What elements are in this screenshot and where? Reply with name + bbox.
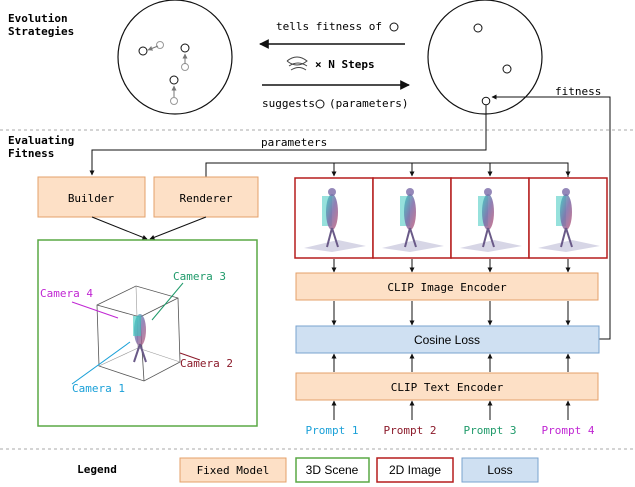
section-title-evaluating: Evaluating Fitness [8, 134, 81, 160]
rendered-figure-leg [560, 227, 567, 248]
sample-icon-suggests [315, 99, 325, 109]
population-circle-right [427, 0, 543, 115]
sample-icon-tells [389, 22, 399, 32]
builder-to-scene-arrow [91, 216, 148, 240]
image-to-encoder-arrows [331, 259, 571, 273]
renderer-label: Renderer [180, 192, 233, 205]
section-title-evaluating-line1: Evaluating [8, 134, 74, 147]
legend-3d-scene-label: 3D Scene [306, 463, 359, 477]
prompt-to-encoder-arrows [331, 400, 571, 420]
encoder-to-loss-arrows [331, 301, 571, 326]
rendered-floor-shadow [304, 240, 366, 252]
camera-4-ray [71, 301, 119, 319]
rendered-image-2 [372, 177, 452, 259]
parameters-label: parameters [261, 136, 327, 149]
section-title-evolution: Evolution Strategies [8, 12, 74, 38]
clip-text-encoder-label: CLIP Text Encoder [391, 381, 504, 394]
camera-2-label: Camera 2 [180, 357, 233, 370]
suggests-label: suggests [262, 97, 315, 110]
scene-3d-figure [133, 314, 147, 363]
rendered-figure-leg [409, 227, 417, 248]
fitness-arrow [491, 94, 611, 340]
rendered-figure-head [562, 188, 570, 196]
legend-loss-label: Loss [487, 463, 512, 477]
legend-title: Legend [77, 463, 117, 476]
parameters-arrow [89, 105, 487, 176]
rendered-figure-body [560, 194, 572, 230]
rendered-image-4 [528, 177, 608, 259]
population-circle-left [117, 0, 233, 115]
legend-fixed-model-label: Fixed Model [197, 464, 270, 477]
tells-fitness-label: tells fitness of [276, 20, 382, 33]
population-samples-left [138, 41, 190, 105]
renderer-feed-bus [205, 162, 569, 177]
camera-1-ray [71, 341, 131, 385]
clip-text-encoder-box [295, 372, 599, 401]
rendered-figure-leg [482, 227, 489, 248]
builder-label: Builder [68, 192, 115, 205]
scene-3d-panel [37, 239, 258, 427]
rendered-figure-leg [404, 227, 411, 248]
rendered-figure-body [404, 194, 416, 230]
cosine-loss-label: Cosine Loss [414, 333, 480, 347]
section-title-evolution-line2: Strategies [8, 25, 74, 38]
rendered-floor-shadow [538, 240, 600, 252]
rendered-floor-shadow [382, 240, 444, 252]
rendered-figure-leg [331, 227, 339, 248]
n-steps-label: × N Steps [315, 58, 375, 71]
rendered-image-3 [450, 177, 530, 259]
builder-box [37, 176, 146, 218]
rendered-figure-leg [565, 227, 573, 248]
legend-2d-image-swatch [376, 457, 454, 483]
legend-2d-image-label: 2D Image [389, 463, 441, 477]
rendered-floor-shadow [460, 240, 522, 252]
population-samples-right [473, 23, 512, 106]
camera-2-ray [179, 352, 201, 361]
rendered-image-1 [294, 177, 374, 259]
camera-3-label: Camera 3 [173, 270, 226, 283]
section-title-evolution-line1: Evolution [8, 12, 68, 25]
rendered-images [294, 177, 608, 259]
rendered-figure-body [482, 194, 494, 230]
rendered-figure-head [484, 188, 492, 196]
legend-3d-scene-swatch [295, 457, 370, 483]
prompt-2-label: Prompt 2 [384, 424, 437, 437]
clip-image-encoder-label: CLIP Image Encoder [387, 281, 507, 294]
section-title-evaluating-line2: Fitness [8, 147, 54, 160]
camera-1-label: Camera 1 [72, 382, 125, 395]
clip-image-encoder-box [295, 272, 599, 301]
loop-icon [286, 56, 308, 71]
rendered-figure-head [406, 188, 414, 196]
text-encoder-to-loss-arrows [331, 353, 571, 372]
fitness-label: fitness [555, 85, 601, 98]
renderer-to-scene-arrow [149, 216, 207, 240]
rendered-figure-head [328, 188, 336, 196]
rendered-figure-leg [487, 227, 495, 248]
rendered-figure-leg [326, 227, 333, 248]
cosine-loss-box [295, 325, 600, 354]
prompt-3-label: Prompt 3 [464, 424, 517, 437]
legend-loss-swatch [461, 457, 539, 483]
legend-fixed-model-swatch [179, 457, 287, 483]
prompt-4-label: Prompt 4 [542, 424, 595, 437]
parameters-paren-label: (parameters) [329, 97, 408, 110]
camera-3-ray [151, 282, 184, 321]
prompt-1-label: Prompt 1 [306, 424, 359, 437]
rendered-figure-body [326, 194, 338, 230]
camera-4-label: Camera 4 [40, 287, 93, 300]
